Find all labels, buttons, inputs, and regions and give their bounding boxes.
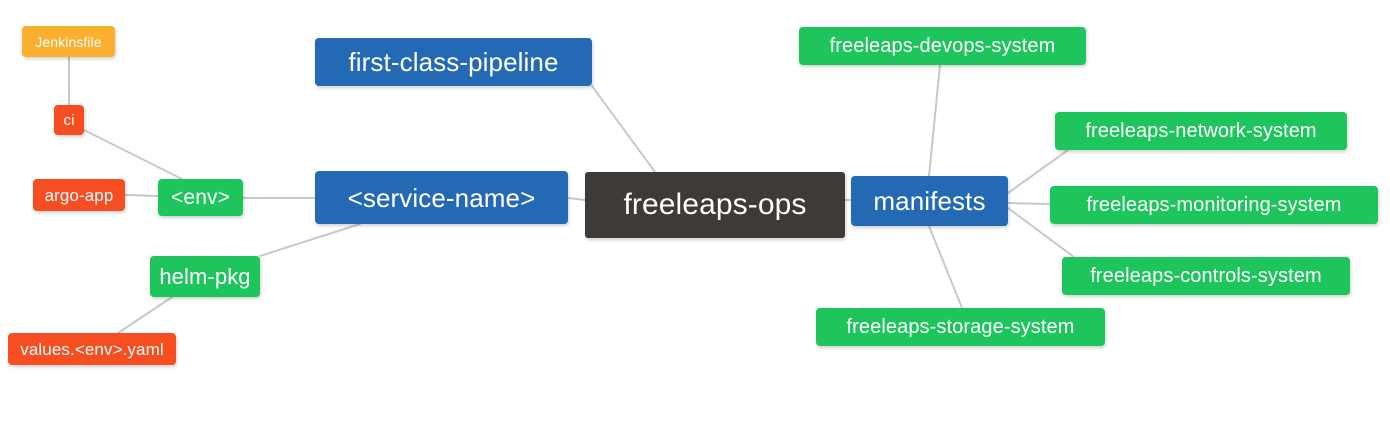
mindmap-node-label: freeleaps-devops-system	[829, 35, 1056, 57]
mindmap-node-ci[interactable]: ci	[54, 105, 84, 135]
mindmap-node-values-env-yaml[interactable]: values.<env>.yaml	[8, 333, 176, 365]
mindmap-node-label: freeleaps-ops	[623, 188, 807, 221]
mindmap-node-label: ci	[63, 111, 75, 129]
mindmap-node-label: manifests	[873, 186, 986, 216]
mindmap-edge	[83, 129, 183, 180]
mindmap-node-label: freeleaps-network-system	[1085, 120, 1317, 142]
mindmap-node-manifests[interactable]: manifests	[851, 176, 1008, 226]
mindmap-node-freeleaps-devops-system[interactable]: freeleaps-devops-system	[799, 27, 1086, 65]
mindmap-edge	[259, 223, 361, 257]
mindmap-edge	[928, 64, 941, 177]
mindmap-node-label: argo-app	[44, 185, 114, 205]
mindmap-node-label: freeleaps-controls-system	[1090, 265, 1322, 287]
mindmap-node-label: <env>	[171, 186, 230, 209]
mindmap-node-label: <service-name>	[347, 182, 536, 213]
mindmap-node-service-name[interactable]: <service-name>	[315, 171, 568, 224]
mindmap-node-argo-app[interactable]: argo-app	[33, 179, 125, 211]
mindmap-node-label: freeleaps-storage-system	[846, 316, 1075, 338]
mindmap-node-helm-pkg[interactable]: helm-pkg	[150, 256, 260, 297]
mindmap-edge	[117, 296, 173, 334]
mindmap-node-label: values.<env>.yaml	[20, 339, 164, 359]
mindmap-edge	[567, 197, 586, 201]
mindmap-edge	[1007, 202, 1051, 205]
mindmap-edge	[124, 194, 159, 197]
mindmap-node-label: Jenkinsfile	[35, 33, 102, 50]
mindmap-node-first-class-pipeline[interactable]: first-class-pipeline	[315, 38, 592, 86]
mindmap-edge	[928, 225, 963, 309]
mindmap-node-freeleaps-controls-system[interactable]: freeleaps-controls-system	[1062, 257, 1350, 295]
mindmap-edge	[591, 85, 656, 173]
mindmap-node-jenkinsfile[interactable]: Jenkinsfile	[22, 26, 115, 57]
mindmap-node-env[interactable]: <env>	[158, 179, 243, 216]
mindmap-node-label: freeleaps-monitoring-system	[1086, 194, 1342, 216]
mindmap-node-freeleaps-network-system[interactable]: freeleaps-network-system	[1055, 112, 1347, 150]
mindmap-node-label: helm-pkg	[159, 263, 251, 289]
mindmap-node-freeleaps-storage-system[interactable]: freeleaps-storage-system	[816, 308, 1105, 346]
mindmap-node-label: first-class-pipeline	[348, 47, 559, 77]
mindmap-node-freeleaps-ops[interactable]: freeleaps-ops	[585, 172, 845, 238]
mindmap-node-freeleaps-monitoring-system[interactable]: freeleaps-monitoring-system	[1050, 186, 1378, 224]
